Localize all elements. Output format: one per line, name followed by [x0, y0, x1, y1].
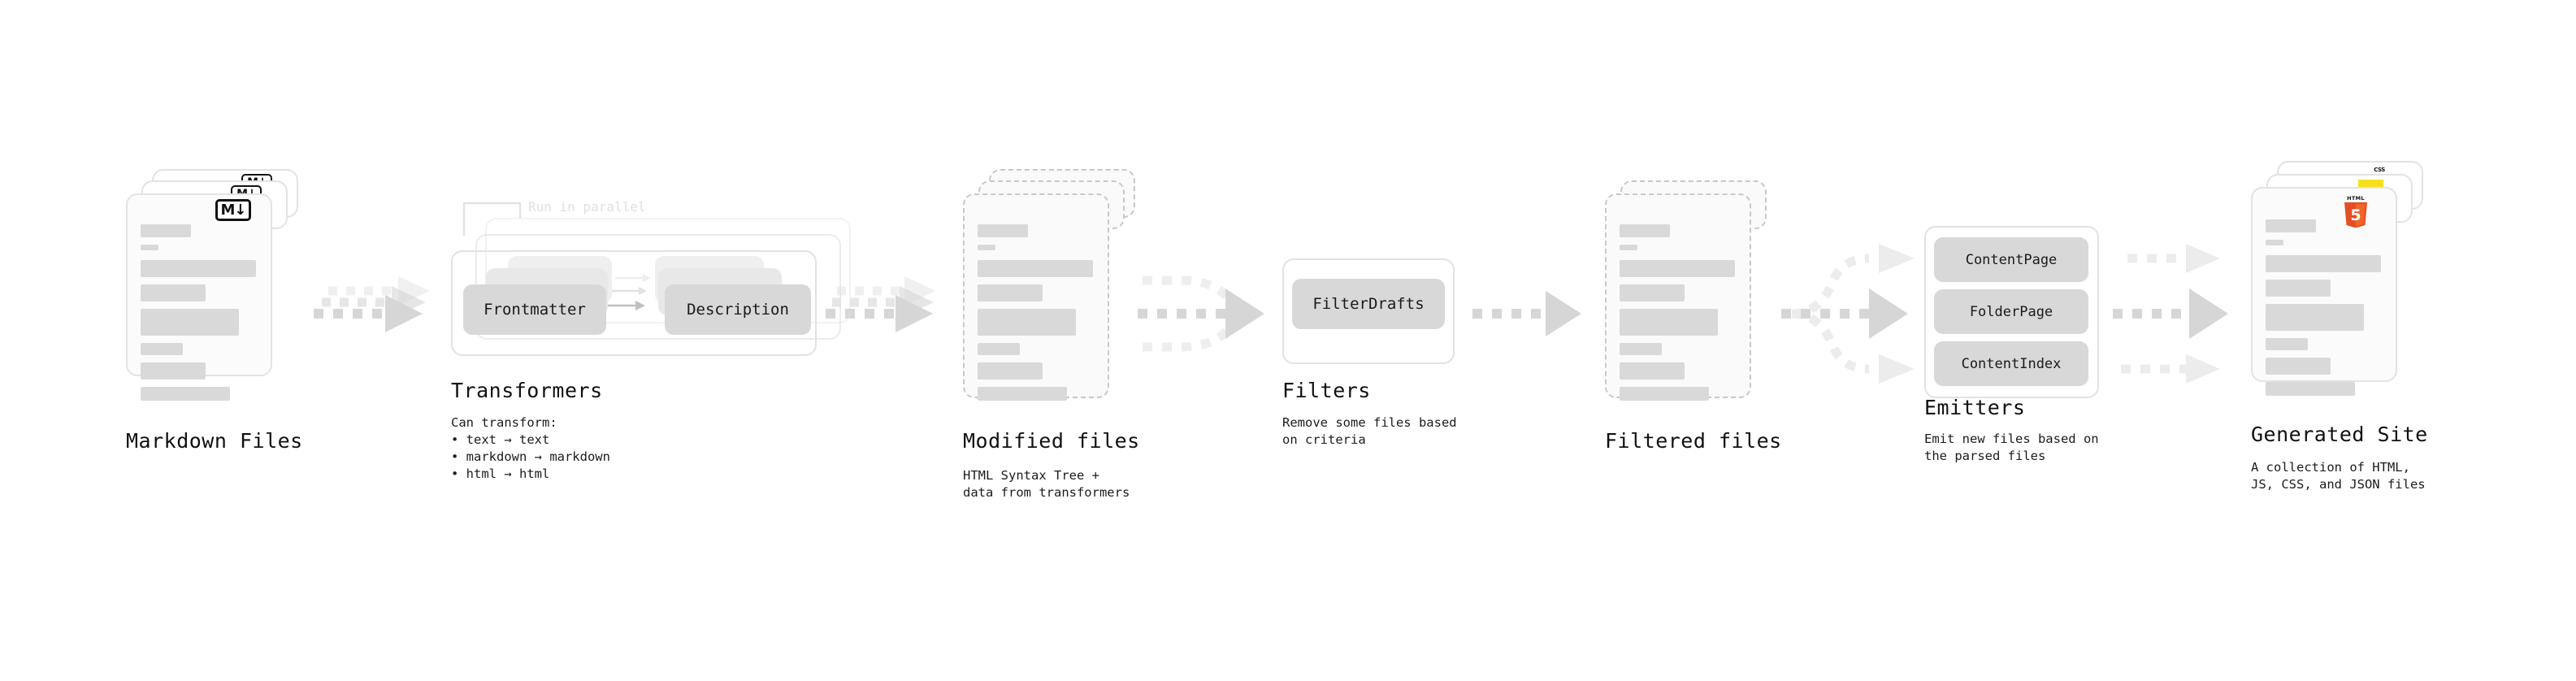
doc-line: [978, 343, 1020, 355]
transformers-caption: Can transform: • text → text • markdown …: [451, 415, 610, 481]
filtered-files-stack: [1605, 169, 1784, 413]
modified-files-stack: [963, 169, 1142, 413]
doc-line: [978, 224, 1028, 237]
doc-line: [2266, 240, 2283, 245]
emitter-pill-contentpage[interactable]: ContentPage: [1934, 237, 2088, 282]
doc-line: [2266, 338, 2308, 350]
markdown-files-stack: M↓ M↓ M↓: [126, 169, 305, 413]
arrow-filters-to-filtered: [1472, 291, 1581, 336]
doc-line: [1620, 343, 1662, 355]
emitters-box: [1924, 226, 2099, 398]
html5-icon-svg: HTML 5: [2344, 195, 2367, 228]
doc-line: [141, 245, 158, 250]
markdown-badge-front[interactable]: M↓: [215, 199, 251, 221]
doc-line: [1620, 309, 1718, 336]
doc-line: [2266, 255, 2381, 272]
transformer-pill-frontmatter[interactable]: Frontmatter: [463, 284, 606, 335]
doc-line: [1620, 224, 1670, 237]
arrow-modified-to-filters: [1138, 275, 1264, 352]
transformer-pill-description[interactable]: Description: [665, 284, 811, 335]
modified-files-caption: HTML Syntax Tree + data from transformer…: [963, 468, 1130, 500]
svg-text:5: 5: [2350, 206, 2361, 224]
doc-line: [978, 260, 1093, 277]
doc-line: [978, 284, 1043, 301]
emitters-title: Emitters: [1924, 396, 2026, 419]
doc-line: [1620, 284, 1685, 301]
doc-line: [2266, 304, 2364, 331]
doc-line: [141, 343, 183, 355]
emitters-caption: Emit new files based on the parsed files: [1924, 432, 2099, 463]
doc-line: [978, 245, 995, 250]
doc-line: [141, 224, 191, 237]
svg-text:HTML: HTML: [2347, 195, 2365, 202]
filter-pill-filterdrafts[interactable]: FilterDrafts: [1292, 279, 1445, 329]
doc-line: [978, 362, 1043, 380]
doc-line: [1620, 245, 1637, 250]
transformers-title: Transformers: [451, 379, 603, 402]
doc-line: [2266, 382, 2355, 396]
doc-line: [1620, 387, 1709, 401]
emitter-pill-folderpage[interactable]: FolderPage: [1934, 289, 2088, 334]
generated-site-caption: A collection of HTML, JS, CSS, and JSON …: [2251, 460, 2426, 492]
filters-caption: Remove some files based on criteria: [1282, 415, 1457, 447]
doc-line: [141, 309, 239, 336]
filtered-files-title: Filtered files: [1605, 429, 1782, 453]
doc-line: [978, 309, 1076, 336]
arrow-emitters-to-generated: [2113, 244, 2228, 384]
filters-title: Filters: [1282, 379, 1371, 402]
modified-files-title: Modified files: [963, 429, 1140, 453]
doc-line: [141, 260, 256, 277]
filtered-card-content-lines: [1620, 224, 1740, 408]
generated-site-stack: CSS HTML 5: [2251, 161, 2438, 413]
doc-line: [1620, 260, 1735, 277]
doc-line: [978, 387, 1067, 401]
doc-line: [2266, 358, 2331, 375]
doc-line: [141, 284, 206, 301]
doc-line: [2266, 219, 2316, 232]
markdown-files-title: Markdown Files: [126, 429, 303, 453]
filters-box: [1282, 258, 1455, 364]
css-badge-label: CSS: [2374, 167, 2385, 173]
transformers-box-front: [451, 250, 817, 356]
markdown-card-content-lines: [141, 224, 261, 408]
doc-line: [1620, 362, 1685, 380]
run-in-parallel-label: Run in parallel: [528, 199, 646, 215]
arrow-markdown-to-transformers: [314, 276, 430, 332]
generated-card-content-lines: [2266, 219, 2386, 403]
arrow-filtered-to-emitters: [1781, 244, 1915, 384]
generated-site-title: Generated Site: [2251, 423, 2428, 446]
html5-icon: HTML 5: [2340, 193, 2371, 228]
doc-line: [141, 362, 206, 380]
doc-line: [2266, 280, 2331, 297]
modified-card-content-lines: [978, 224, 1098, 408]
doc-line: [141, 387, 230, 401]
emitter-pill-contentindex[interactable]: ContentIndex: [1934, 341, 2088, 386]
